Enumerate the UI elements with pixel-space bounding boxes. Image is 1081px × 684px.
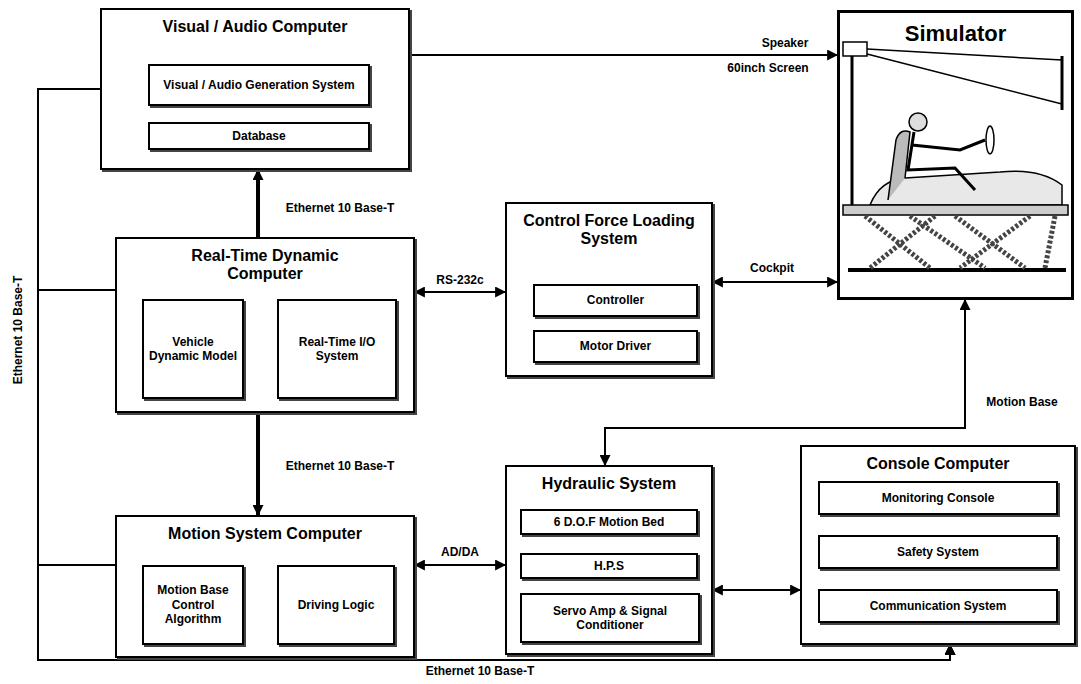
motion-base	[848, 268, 1066, 272]
system-box: Real-Time Dynamic ComputerVehicle Dynami…	[115, 237, 415, 413]
screen	[1061, 56, 1064, 110]
system-box: Visual / Audio ComputerVisual / Audio Ge…	[100, 8, 410, 170]
system-box: Motion System ComputerMotion Base Contro…	[115, 515, 415, 658]
box-title: Hydraulic System	[507, 475, 711, 493]
box-title: Control Force Loading System	[519, 212, 699, 249]
module-box: Vehicle Dynamic Model	[142, 299, 244, 399]
module-box: Monitoring Console	[818, 481, 1058, 515]
box-label: Vehicle Dynamic Model	[144, 333, 242, 366]
module-box: Safety System	[818, 535, 1058, 569]
box-label: 6 D.O.F Motion Bed	[550, 513, 669, 531]
box-title: Visual / Audio Computer	[102, 18, 408, 36]
box-label: Monitoring Console	[878, 489, 999, 507]
box-title: Console Computer	[802, 455, 1074, 473]
connector-label: Motion Base	[984, 395, 1059, 409]
box-title: Real-Time Dynamic Computer	[180, 247, 350, 284]
system-box: Console ComputerMonitoring ConsoleSafety…	[800, 445, 1076, 645]
hexapod-legs	[865, 216, 1055, 268]
module-box: Driving Logic	[277, 565, 395, 645]
signal-connector	[713, 281, 837, 283]
light-beam	[867, 54, 1062, 104]
system-box: Control Force Loading SystemControllerMo…	[505, 202, 713, 377]
connector-label: Cockpit	[748, 261, 796, 275]
box-label: Motion Base Control Algorithm	[144, 581, 242, 628]
signal-connector	[256, 170, 260, 237]
connector-label: Ethernet 10 Base-T	[284, 201, 397, 215]
box-label: Driving Logic	[294, 596, 379, 614]
connector-label: AD/DA	[439, 545, 481, 559]
driver-head	[909, 113, 927, 131]
box-label: Real-Time I/O System	[279, 333, 395, 366]
box-label: Communication System	[866, 597, 1011, 615]
connector-label: Ethernet 10 Base-T	[284, 459, 397, 473]
module-box: Controller	[533, 284, 698, 317]
steering-wheel	[986, 126, 994, 154]
box-label: Controller	[583, 291, 648, 309]
light-beam	[867, 49, 1062, 60]
module-box: H.P.S	[520, 553, 698, 579]
module-box: Motion Base Control Algorithm	[142, 565, 244, 645]
box-label: Database	[228, 127, 289, 145]
connector-label: Speaker	[760, 36, 811, 50]
signal-label: 60inch Screen	[725, 61, 810, 75]
bus-label: Ethernet 10 Base-T	[424, 664, 537, 678]
box-label: Visual / Audio Generation System	[159, 76, 358, 94]
signal-connector	[410, 54, 837, 56]
signal-connector	[713, 589, 800, 591]
box-label: H.P.S	[590, 557, 628, 575]
signal-connector	[256, 413, 260, 515]
simulator-frame: Simulator	[837, 10, 1074, 300]
signal-connector	[415, 291, 505, 293]
module-box: Communication System	[818, 589, 1058, 623]
module-box: Database	[148, 122, 370, 150]
signal-connector	[415, 564, 505, 566]
module-box: 6 D.O.F Motion Bed	[520, 509, 698, 535]
connector-label: RS-232c	[434, 273, 485, 287]
box-label: Servo Amp & Signal Conditioner	[522, 602, 698, 635]
module-box: Real-Time I/O System	[277, 299, 397, 399]
driver-body	[908, 132, 985, 190]
module-box: Motor Driver	[533, 330, 698, 363]
projector	[843, 42, 867, 56]
module-box: Servo Amp & Signal Conditioner	[520, 593, 700, 643]
platform	[843, 205, 1068, 215]
module-box: Visual / Audio Generation System	[148, 64, 370, 106]
box-title: Simulator	[840, 21, 1071, 46]
box-label: Motor Driver	[576, 337, 655, 355]
box-title: Motion System Computer	[117, 525, 413, 543]
seat	[888, 131, 910, 200]
box-label: Safety System	[893, 543, 983, 561]
projector-stand	[851, 56, 854, 205]
system-box: Hydraulic System 6 D.O.F Motion BedH.P.S S…	[505, 465, 713, 655]
bus-label: Ethernet 10 Base-T	[11, 274, 25, 387]
